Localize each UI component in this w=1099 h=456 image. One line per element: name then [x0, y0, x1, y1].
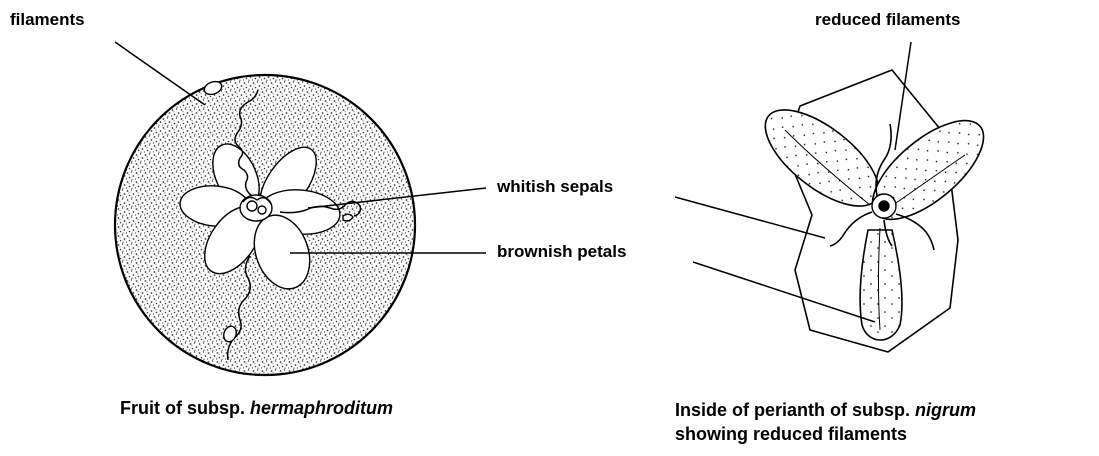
label-filaments: filaments	[10, 10, 85, 30]
perianth-drawing	[750, 70, 999, 352]
caption-fruit-taxon: hermaphroditum	[250, 398, 393, 418]
caption-fruit-prefix: Fruit of subsp.	[120, 398, 250, 418]
label-whitish-sepals: whitish sepals	[497, 177, 613, 197]
fruit-flower-centre	[240, 195, 272, 221]
caption-perianth-prefix: Inside of perianth of subsp.	[675, 400, 915, 420]
perianth-centre	[872, 194, 896, 218]
leader-filaments	[115, 42, 205, 105]
caption-fruit: Fruit of subsp. hermaphroditum	[120, 396, 393, 420]
label-reduced-filaments: reduced filaments	[815, 10, 961, 30]
fruit-drawing	[115, 75, 415, 375]
leader-whitish-sepals-right	[675, 197, 825, 238]
label-brownish-petals: brownish petals	[497, 242, 626, 262]
caption-perianth-line2: showing reduced filaments	[675, 422, 976, 446]
caption-perianth-line1: Inside of perianth of subsp. nigrum	[675, 398, 976, 422]
caption-perianth: Inside of perianth of subsp. nigrum show…	[675, 398, 976, 446]
caption-perianth-taxon: nigrum	[915, 400, 976, 420]
